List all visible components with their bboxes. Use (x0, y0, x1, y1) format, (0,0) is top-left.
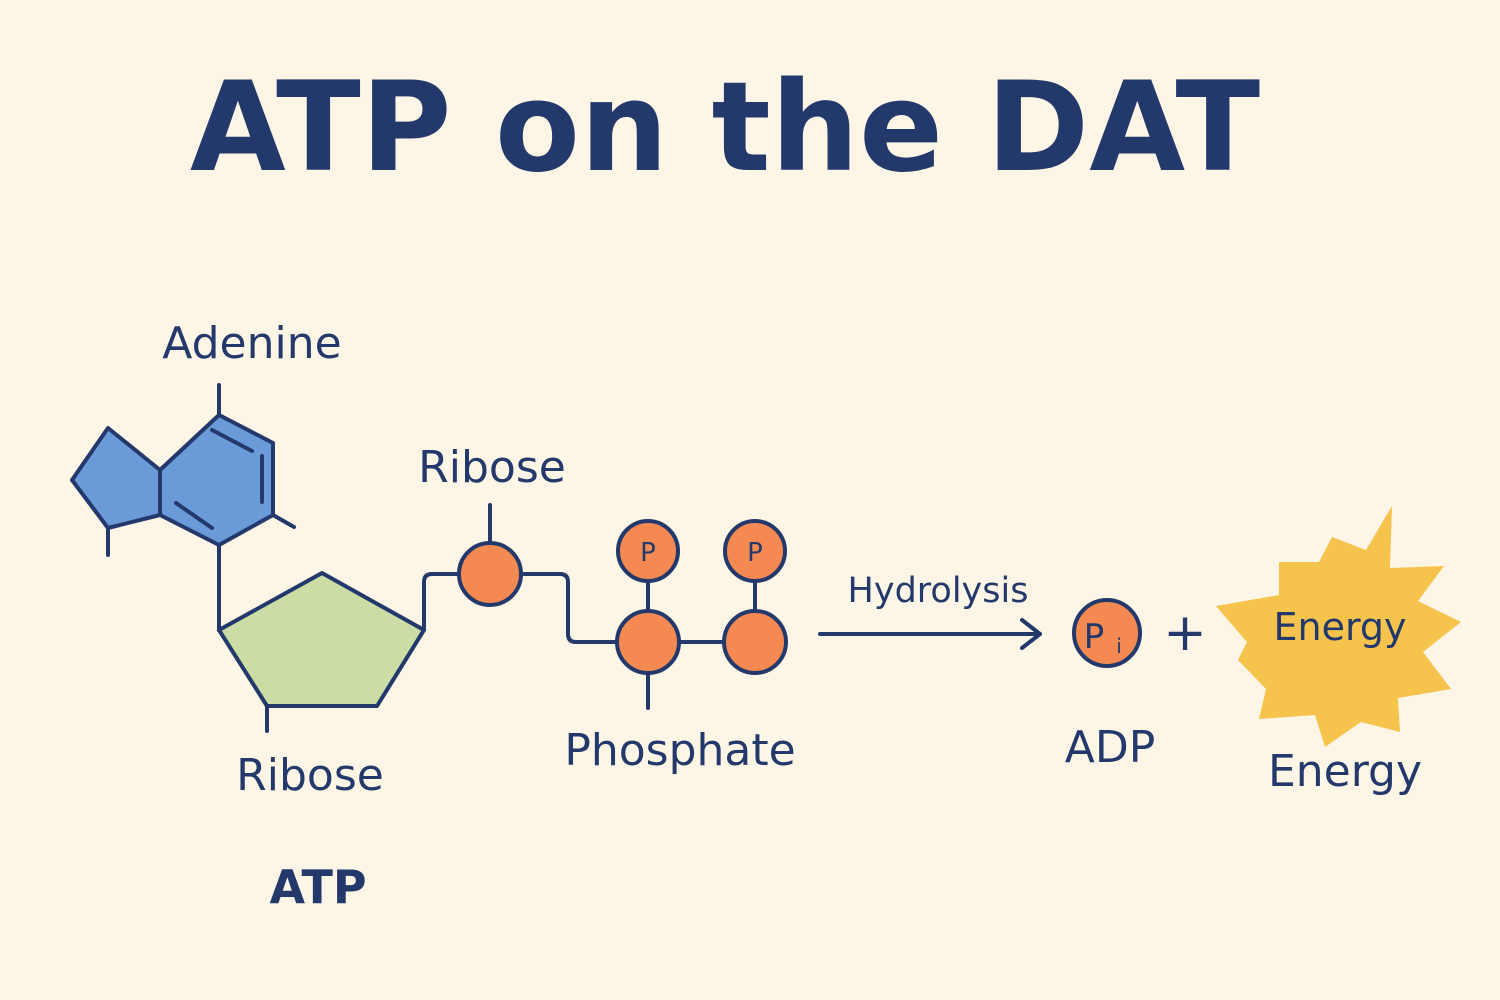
phosphate-p-circle-left (616, 519, 680, 583)
adenine-structure (70, 383, 296, 632)
inorganic-phosphate-subscript: i (1116, 634, 1122, 658)
ribose-pentagon (217, 571, 426, 708)
phosphate-circle-third (722, 609, 788, 675)
phosphate-label: Phosphate (564, 725, 795, 776)
ribose-lower-label: Ribose (236, 750, 384, 801)
phosphate-p-circle-right (723, 519, 787, 583)
phosphate-circle-first (457, 541, 523, 607)
hydrolysis-label: Hydrolysis (848, 571, 1029, 611)
atp-label: ATP (269, 860, 366, 914)
energy-burst-label: Energy (1273, 605, 1406, 649)
phosphate-p-symbol-right: P (747, 538, 763, 568)
phosphate-circle-second (615, 609, 681, 675)
ribose-structure (217, 571, 426, 733)
inorganic-phosphate-circle (1072, 598, 1142, 668)
hydrolysis-arrow (818, 618, 1042, 650)
phosphate-chain-bonds (422, 503, 757, 710)
adenine-label: Adenine (162, 318, 341, 369)
plus-sign: + (1163, 603, 1207, 663)
adenine-five-ring (70, 426, 162, 530)
adp-label: ADP (1065, 722, 1156, 773)
phosphate-p-symbol-left: P (640, 538, 656, 568)
ribose-upper-label: Ribose (418, 442, 566, 493)
energy-label: Energy (1268, 746, 1422, 797)
inorganic-phosphate-symbol: P (1084, 617, 1105, 657)
energy-burst-icon (1216, 506, 1461, 747)
page-title: ATP on the DAT (190, 56, 1260, 200)
